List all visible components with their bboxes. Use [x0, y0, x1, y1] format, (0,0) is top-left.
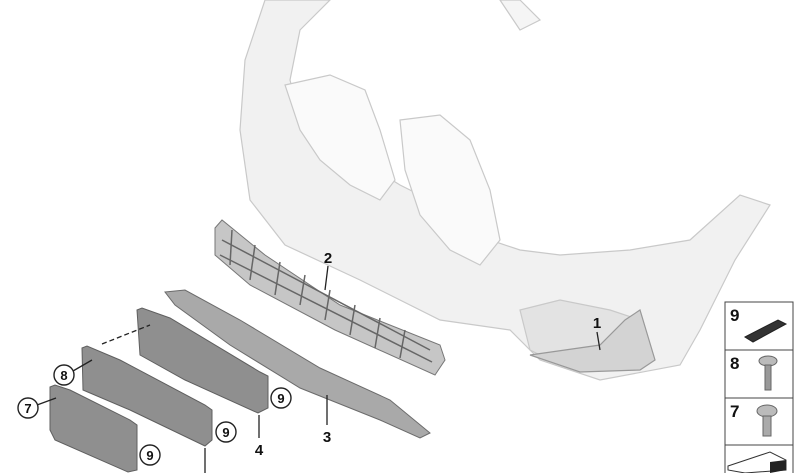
- svg-text:9: 9: [730, 306, 739, 325]
- svg-text:9: 9: [146, 448, 153, 463]
- legend-item-9: 9: [724, 301, 794, 351]
- plate-part-7: [49, 384, 138, 473]
- svg-text:9: 9: [222, 425, 229, 440]
- oval-head-screw-icon: [756, 404, 778, 437]
- svg-text:7: 7: [730, 402, 739, 421]
- pad-icon: [743, 319, 788, 343]
- callout-4: 4: [255, 442, 264, 459]
- callout-3: 3: [323, 429, 331, 446]
- callout-2: 2: [324, 250, 332, 267]
- grille-part-2: [214, 219, 446, 376]
- callout-9-part4: 9: [270, 387, 292, 409]
- legend-item-7: 7: [724, 397, 794, 446]
- front-bumper: [239, 0, 771, 381]
- svg-text:8: 8: [60, 368, 67, 383]
- callout-1: 1: [593, 315, 601, 332]
- callout-7: 7: [17, 397, 39, 419]
- self-tapping-screw-icon: [758, 355, 778, 391]
- svg-text:9: 9: [277, 391, 284, 406]
- plate-part-8: [81, 345, 213, 447]
- svg-text:8: 8: [730, 354, 739, 373]
- callout-9-part7: 9: [139, 444, 161, 466]
- plate-holder-part-4: [136, 307, 269, 414]
- callout-8: 8: [53, 364, 75, 386]
- legend-item-bracket: [724, 444, 794, 473]
- callout-9-part8: 9: [215, 421, 237, 443]
- svg-text:7: 7: [24, 401, 31, 416]
- leader-lines: [36, 265, 601, 473]
- legend-item-8: 8: [724, 349, 794, 399]
- trim-strip-part-3: [164, 289, 431, 439]
